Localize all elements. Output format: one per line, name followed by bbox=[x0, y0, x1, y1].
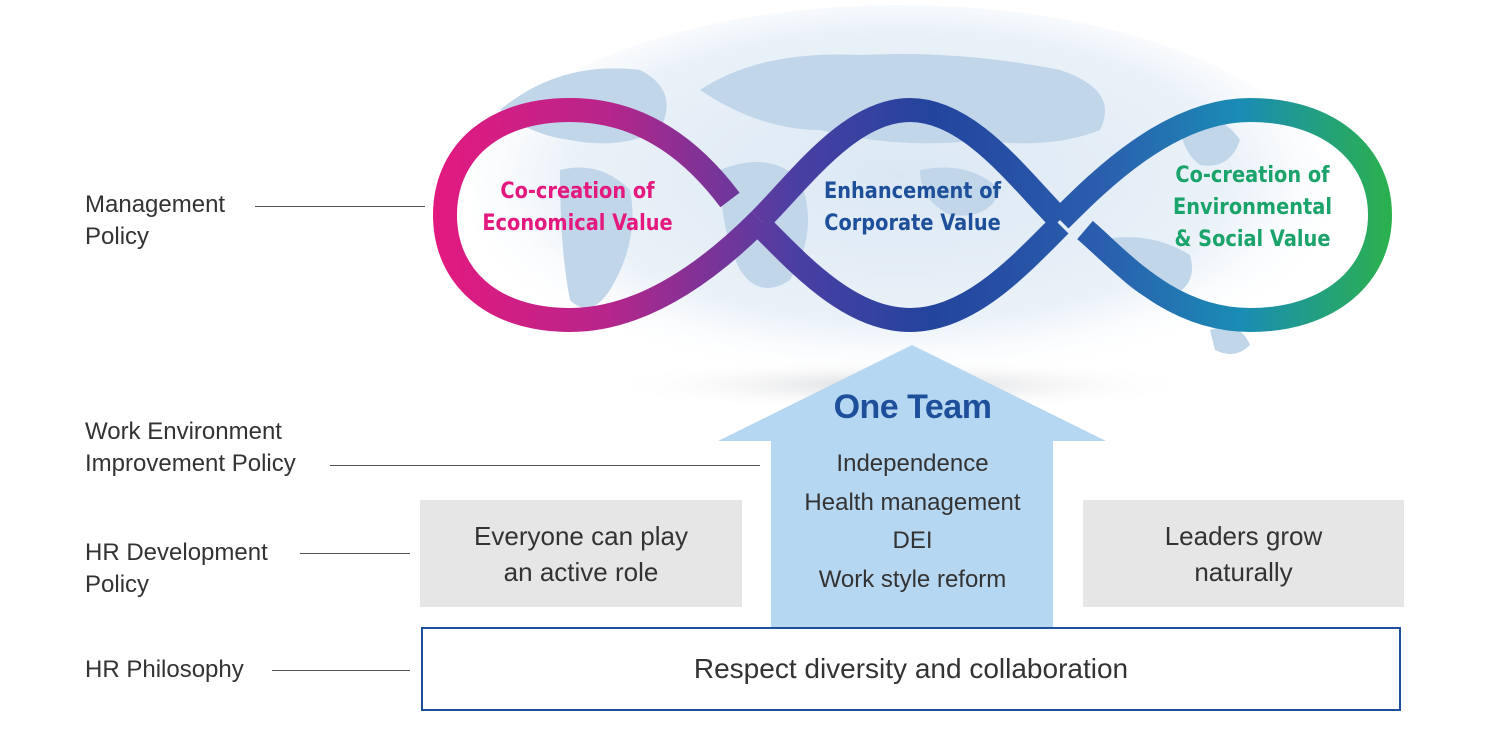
arrow-item-health-management: Health management bbox=[804, 488, 1021, 516]
loop-label-economical: Co-creation of Economical Value bbox=[482, 179, 673, 236]
leader-work-environment bbox=[330, 465, 760, 466]
loop-right bbox=[1051, 97, 1393, 333]
loop-middle-lower bbox=[751, 216, 1069, 333]
arrow-item-list: Independence Health management DEI Work … bbox=[770, 445, 1055, 599]
loop-middle-upper bbox=[751, 97, 1069, 229]
box-leaders-grow: Leaders grow naturally bbox=[1083, 500, 1404, 607]
loop-label-corporate: Enhancement of Corporate Value bbox=[823, 179, 1002, 236]
arrow-item-independence: Independence bbox=[836, 450, 989, 477]
one-team-title: One Team bbox=[833, 388, 992, 426]
loop-left bbox=[432, 97, 769, 333]
label-work-environment-policy: Work Environment Improvement Policy bbox=[85, 418, 296, 477]
arrow-item-work-style-reform: Work style reform bbox=[818, 565, 1007, 593]
label-hr-philosophy: HR Philosophy bbox=[85, 656, 244, 683]
arrow-item-dei: DEI bbox=[892, 527, 933, 554]
label-hr-development-policy: HR Development Policy bbox=[85, 539, 268, 598]
box-respect-diversity: Respect diversity and collaboration bbox=[421, 627, 1401, 711]
label-management-policy: Management Policy bbox=[85, 191, 226, 250]
leader-hr-development bbox=[300, 553, 410, 554]
loop-label-environmental: Co-creation of Environmental & Social Va… bbox=[1173, 163, 1332, 252]
leader-hr-philosophy bbox=[272, 670, 410, 671]
leader-management bbox=[255, 206, 425, 207]
box-everyone-active-role: Everyone can play an active role bbox=[420, 500, 742, 607]
